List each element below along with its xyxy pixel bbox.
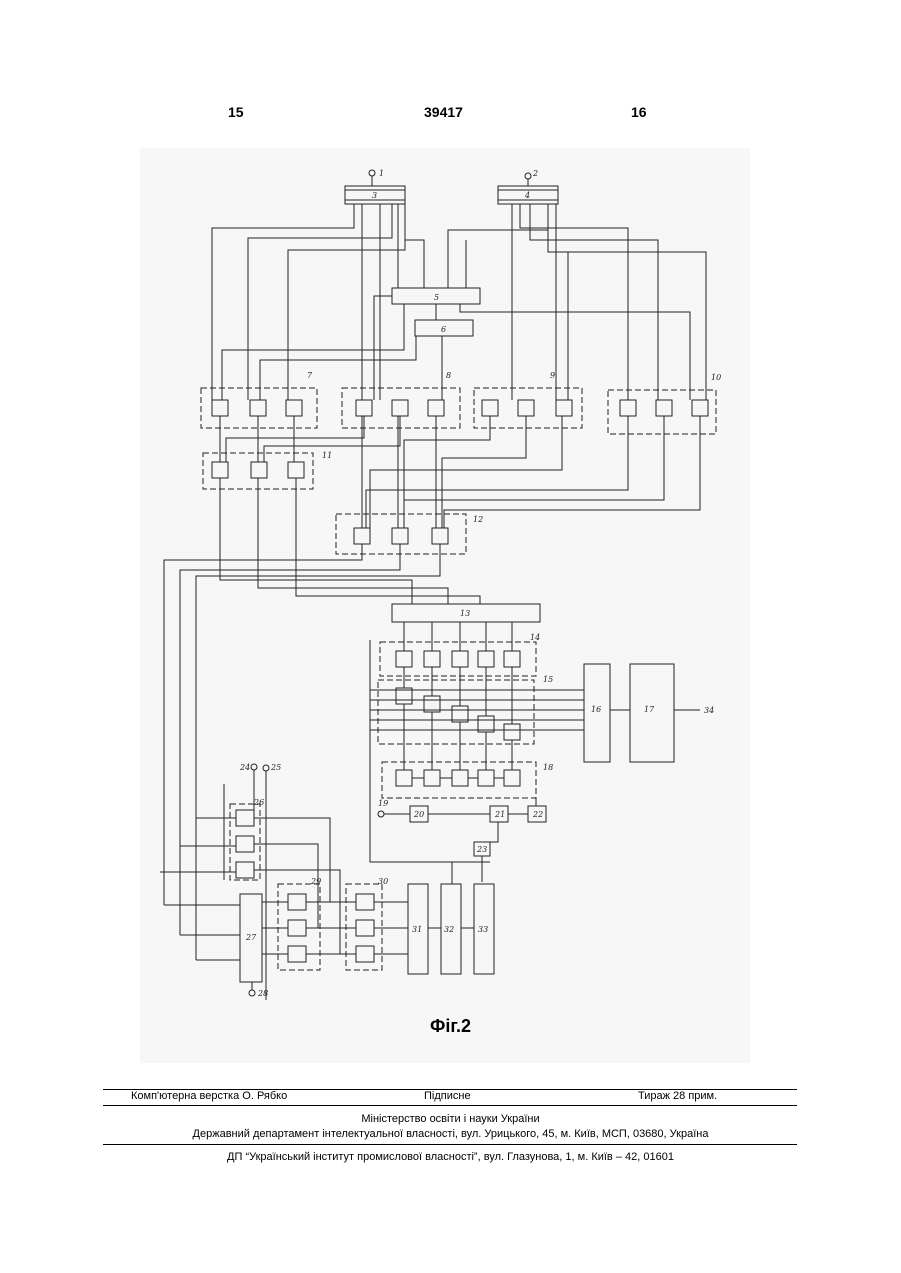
block-label: 26 bbox=[253, 798, 264, 807]
block-label: 21 bbox=[494, 810, 505, 819]
divider bbox=[103, 1144, 797, 1145]
block-label: 14 bbox=[530, 633, 540, 642]
block-label: 32 bbox=[444, 925, 454, 934]
input-terminal-1 bbox=[369, 170, 375, 176]
block-label: 18 bbox=[543, 763, 553, 772]
block-label: 3 bbox=[372, 191, 377, 200]
input-terminal-2 bbox=[525, 173, 531, 179]
block-label: 10 bbox=[711, 373, 721, 382]
block-label: 8 bbox=[446, 371, 451, 380]
circulation: Тираж 28 прим. bbox=[638, 1090, 717, 1102]
block-label: 23 bbox=[476, 845, 487, 854]
block-label: 34 bbox=[704, 706, 714, 715]
block-label: 20 bbox=[413, 810, 424, 819]
institute-line: ДП “Український інститут промислової вла… bbox=[0, 1151, 901, 1163]
block-label: 16 bbox=[591, 705, 601, 714]
signed-note: Підписне bbox=[424, 1090, 471, 1102]
block-label: 17 bbox=[644, 705, 655, 714]
block-label: 29 bbox=[310, 877, 321, 886]
ministry-line: Міністерство освіти і науки України bbox=[0, 1113, 901, 1125]
block-label: 28 bbox=[257, 989, 268, 998]
block-label: 27 bbox=[245, 933, 257, 942]
left-page-number: 15 bbox=[228, 104, 244, 120]
block-label: 15 bbox=[543, 675, 553, 684]
layout-credit: Комп'ютерна верстка О. Рябко bbox=[131, 1090, 287, 1102]
block-label: 33 bbox=[478, 925, 488, 934]
block-label: 24 bbox=[239, 763, 250, 772]
block-label: 2 bbox=[532, 169, 538, 178]
block-label: 12 bbox=[473, 515, 483, 524]
block-diagram: 1 2 3 4 5 6 7 8 9 10 11 12 13 14 15 16 1… bbox=[140, 148, 750, 1063]
block-label: 11 bbox=[322, 451, 332, 460]
block-label: 31 bbox=[412, 925, 422, 934]
block-label: 22 bbox=[532, 810, 543, 819]
block-label: 4 bbox=[524, 191, 530, 200]
block-label: 19 bbox=[378, 799, 388, 808]
block-label: 6 bbox=[441, 325, 446, 334]
divider bbox=[103, 1105, 797, 1106]
block-label: 7 bbox=[307, 371, 313, 380]
block-label: 13 bbox=[460, 609, 470, 618]
figure-caption: Фіг.2 bbox=[0, 1016, 901, 1037]
block-label: 1 bbox=[379, 169, 384, 178]
department-line: Державний департамент інтелектуальної вл… bbox=[0, 1128, 901, 1140]
block-label: 25 bbox=[270, 763, 281, 772]
block-label: 30 bbox=[378, 877, 388, 886]
block-label: 5 bbox=[434, 293, 439, 302]
patent-number: 39417 bbox=[424, 104, 463, 120]
block-label: 9 bbox=[550, 371, 555, 380]
right-page-number: 16 bbox=[631, 104, 647, 120]
